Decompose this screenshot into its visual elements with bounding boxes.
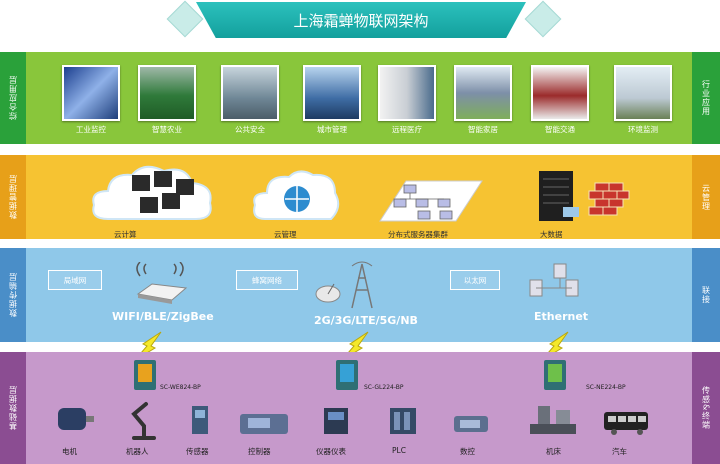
device-caption: 汽车 xyxy=(612,447,627,456)
cloud-management-caption: 云管理 xyxy=(274,230,297,239)
app-caption: 城市管理 xyxy=(317,125,347,134)
data-layer-label: 数据管理层 xyxy=(0,155,26,239)
base-layer: 基础数据层 SC-WE824-BP SC-GL224-BP SC-NE224-B… xyxy=(0,352,720,464)
industrial-monitoring-icon xyxy=(62,65,120,121)
app-tile[interactable]: 智能家居 xyxy=(454,65,512,135)
app-caption: 智慧农业 xyxy=(152,125,182,134)
application-layer-label: 综合应用层 xyxy=(0,52,26,144)
app-caption: 远程医疗 xyxy=(392,125,422,134)
data-layer: 数据管理层 云计算 云管理 分布式服务器集群 大数据 云管理 xyxy=(0,155,720,239)
app-caption: 智能交通 xyxy=(545,125,575,134)
device-caption: 电机 xyxy=(62,447,77,456)
gateway-model: SC-WE824-BP xyxy=(160,384,201,391)
weather-station-icon xyxy=(614,65,672,121)
gateway-icon xyxy=(544,360,566,390)
controller-icon xyxy=(240,414,288,434)
app-tile[interactable]: 智能交通 xyxy=(531,65,589,135)
base-layer-label: 基础数据层 xyxy=(0,352,26,464)
device-caption: 控制器 xyxy=(248,447,271,456)
device-caption: 机床 xyxy=(546,447,561,456)
banner-diamond-right xyxy=(524,0,562,38)
application-layer-body: 工业监控 智慧农业 公共安全 城市管理 远程医疗 智能家居 智能交通 环境监测 xyxy=(26,52,692,144)
machine-tool-icon xyxy=(530,406,576,434)
data-layer-body: 云计算 云管理 分布式服务器集群 大数据 xyxy=(26,155,692,239)
transport-layer-label: 数据传输层 xyxy=(0,248,26,342)
device-caption: 仪器仪表 xyxy=(316,447,346,456)
transport-layer: 数据传输层 局域网 WIFI/BLE/ZigBee 蜂窝网络 2G/3G/LTE… xyxy=(0,248,720,342)
transport-layer-right-label: 联接 xyxy=(692,248,720,342)
data-layer-right-label: 云管理 xyxy=(692,155,720,239)
robot-arm-icon xyxy=(131,402,156,440)
car-icon xyxy=(531,65,589,121)
city-skyline-icon xyxy=(303,65,361,121)
app-tile[interactable]: 工业监控 xyxy=(62,65,120,135)
app-tile[interactable]: 智慧农业 xyxy=(138,65,196,135)
instrument-icon xyxy=(324,408,348,434)
bus-icon xyxy=(604,412,648,435)
cellular-network-label: 2G/3G/LTE/5G/NB xyxy=(314,314,418,327)
app-tile[interactable]: 城市管理 xyxy=(303,65,361,135)
cnc-icon xyxy=(454,416,488,432)
ethernet-switch-icon xyxy=(529,263,579,297)
motor-icon xyxy=(58,408,94,430)
app-caption: 环境监测 xyxy=(628,125,658,134)
device-caption: 机器人 xyxy=(126,447,149,456)
control-room-icon xyxy=(221,65,279,121)
wifi-network-label: WIFI/BLE/ZigBee xyxy=(112,310,214,323)
cloud-computing-caption: 云计算 xyxy=(114,230,137,239)
router-icon xyxy=(136,262,188,304)
transport-layer-body: 局域网 WIFI/BLE/ZigBee 蜂窝网络 2G/3G/LTE/5G/NB… xyxy=(26,248,692,342)
ethernet-network-label: Ethernet xyxy=(534,310,589,323)
app-caption: 工业监控 xyxy=(76,125,106,134)
lan-box: 局域网 xyxy=(48,270,102,290)
remote-doctor-icon xyxy=(378,65,436,121)
application-layer-right-label: 行业应用 xyxy=(692,52,720,144)
base-layer-right-label: 传感&终端 xyxy=(692,352,720,464)
banner-diamond-left xyxy=(166,0,204,38)
server-cluster-caption: 分布式服务器集群 xyxy=(388,230,448,239)
gateway-icon xyxy=(134,360,156,390)
app-tile[interactable]: 远程医疗 xyxy=(378,65,436,135)
app-tile[interactable]: 环境监测 xyxy=(614,65,672,135)
app-tile[interactable]: 公共安全 xyxy=(221,65,279,135)
gateway-model: SC-NE224-BP xyxy=(586,384,626,391)
application-layer: 综合应用层 工业监控 智慧农业 公共安全 城市管理 远程医疗 智能家居 智能交通 xyxy=(0,52,720,144)
cellular-box: 蜂窝网络 xyxy=(236,270,298,290)
device-caption: 数控 xyxy=(460,447,475,456)
greenhouse-icon xyxy=(138,65,196,121)
base-layer-body: SC-WE824-BP SC-GL224-BP SC-NE224-BP 电机 机… xyxy=(26,352,692,464)
big-data-icon xyxy=(539,171,630,221)
gateway-icon xyxy=(336,360,358,390)
smart-house-icon xyxy=(454,65,512,121)
app-caption: 公共安全 xyxy=(235,125,265,134)
gateway-model: SC-GL224-BP xyxy=(364,384,404,391)
cloud-management-icon xyxy=(253,170,340,220)
ethernet-box: 以太网 xyxy=(450,270,500,290)
device-caption: PLC xyxy=(392,446,406,455)
server-cluster-icon xyxy=(379,180,483,222)
plc-icon xyxy=(390,408,416,434)
sensor-icon xyxy=(192,406,208,434)
page-title: 上海霜蝉物联网架构 xyxy=(196,2,526,38)
cloud-computing-icon xyxy=(92,165,212,220)
big-data-caption: 大数据 xyxy=(540,230,563,239)
app-caption: 智能家居 xyxy=(468,125,498,134)
signal-tower-icon xyxy=(315,261,373,309)
device-caption: 传感器 xyxy=(186,447,209,456)
